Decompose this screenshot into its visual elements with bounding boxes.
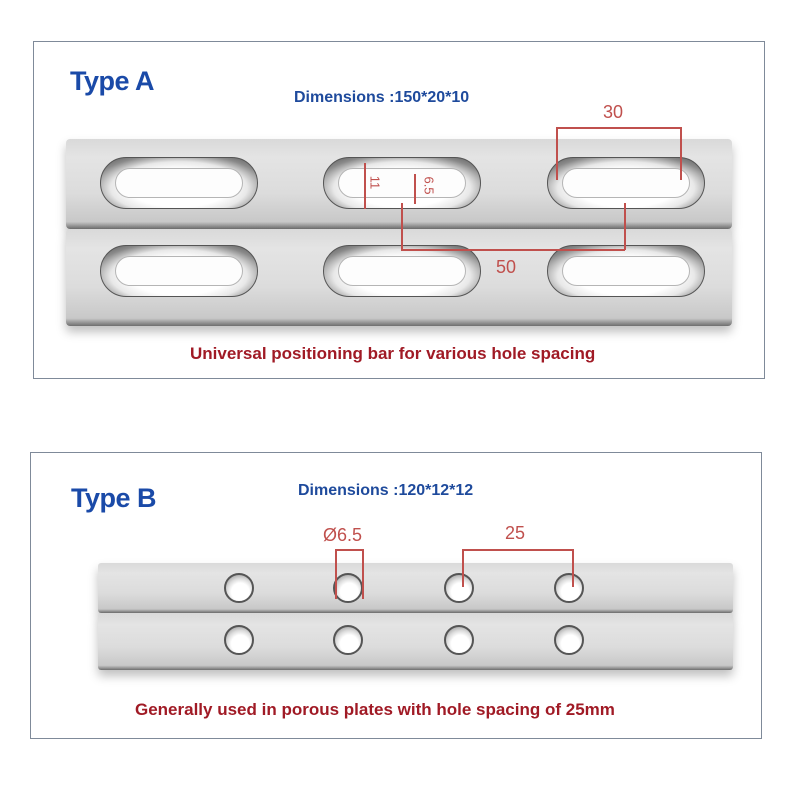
- dim-arrow: [414, 174, 416, 204]
- hole-bar-top: [98, 563, 733, 613]
- dim-line: [572, 549, 574, 587]
- slot: [547, 157, 705, 209]
- slot: [100, 157, 258, 209]
- dim-line: [401, 249, 625, 251]
- hole: [333, 625, 363, 655]
- hole: [444, 625, 474, 655]
- hole: [554, 573, 584, 603]
- dim-line: [335, 549, 363, 551]
- slot-spacing-label: 50: [496, 257, 517, 277]
- slot-length-label: 30: [603, 102, 624, 122]
- dim-arrow: [364, 163, 366, 209]
- dim-line: [462, 549, 464, 587]
- type-a-panel: Type A Dimensions :150*20*10 30 11 6.5 5…: [33, 41, 765, 379]
- dim-line: [680, 127, 682, 180]
- type-b-dimensions: Dimensions :120*12*12: [298, 482, 474, 499]
- hole-spacing-label: 25: [505, 523, 526, 543]
- hole-diameter-label: Ø6.5: [323, 525, 363, 545]
- slot: [547, 245, 705, 297]
- slot-outer-width-label: 11: [367, 175, 383, 190]
- type-b-panel: Type B Dimensions :120*12*12 Ø6.5 25 Gen…: [30, 452, 762, 739]
- dim-line: [556, 127, 558, 180]
- slot: [323, 245, 481, 297]
- dim-line: [362, 549, 364, 599]
- dim-line: [462, 549, 573, 551]
- hole: [224, 573, 254, 603]
- hole: [224, 625, 254, 655]
- hole-bar-bottom: [98, 613, 733, 670]
- type-b-title: Type B: [71, 483, 157, 513]
- dim-line: [335, 549, 337, 599]
- type-b-caption: Generally used in porous plates with hol…: [135, 700, 615, 719]
- hole: [554, 625, 584, 655]
- slot: [100, 245, 258, 297]
- type-a-dimensions: Dimensions :150*20*10: [294, 89, 470, 106]
- type-a-caption: Universal positioning bar for various ho…: [190, 344, 596, 363]
- slot: [323, 157, 481, 209]
- dim-line: [401, 203, 403, 250]
- hole: [333, 573, 363, 603]
- slot-inner-width-label: 6.5: [421, 176, 437, 195]
- dim-line: [556, 127, 681, 129]
- hole: [444, 573, 474, 603]
- type-a-title: Type A: [70, 66, 155, 96]
- dim-line: [624, 203, 626, 250]
